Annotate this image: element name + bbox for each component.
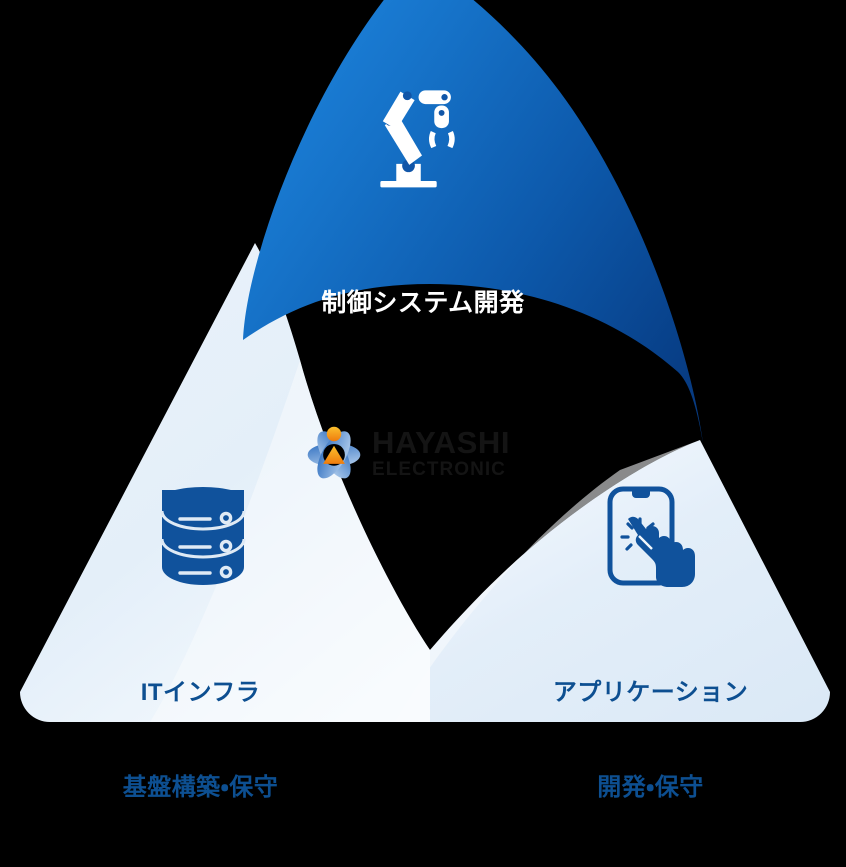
diagram-canvas: 制御システム開発 ITインフラ 基盤構築・保守 アプリケーション 開発・保守 H… bbox=[20, 0, 830, 802]
label-infra-line-2: 基盤構築・保守 bbox=[122, 774, 279, 802]
database-icon bbox=[160, 487, 246, 585]
label-app-line-2: 開発・保守 bbox=[597, 774, 704, 802]
smartphone-tap-icon bbox=[607, 486, 695, 587]
segment-control-system-development[interactable] bbox=[243, 0, 703, 443]
inner-highlight-wedge bbox=[150, 360, 430, 722]
robot-arm-icon bbox=[380, 90, 455, 188]
triangle-diagram-graphic bbox=[20, 0, 830, 722]
